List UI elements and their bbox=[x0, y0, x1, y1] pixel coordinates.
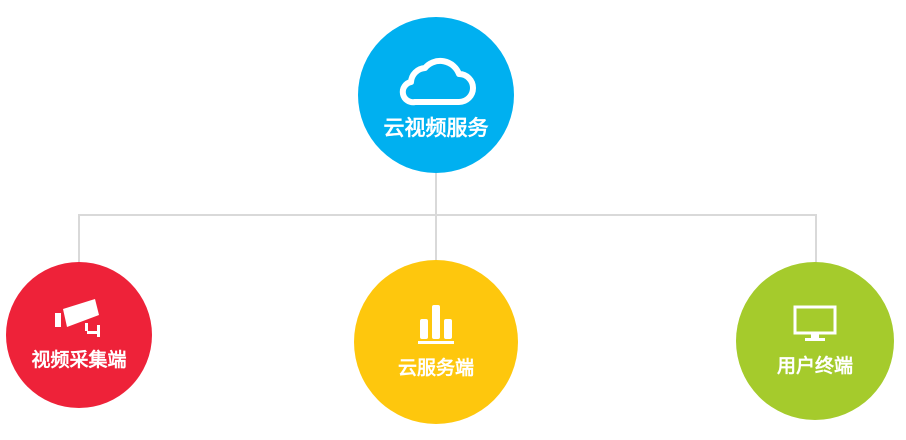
cloud-icon bbox=[399, 57, 476, 106]
root-label: 云视频服务 bbox=[383, 116, 489, 140]
connector-horizontal bbox=[78, 214, 817, 216]
monitor-icon bbox=[793, 305, 837, 341]
root-node: 云视频服务 bbox=[358, 17, 514, 173]
connector-root bbox=[435, 170, 437, 216]
node-video-capture: 视频采集端 bbox=[6, 262, 152, 408]
connector-right bbox=[815, 214, 817, 264]
connector-left bbox=[78, 214, 80, 264]
node-label: 视频采集端 bbox=[31, 348, 127, 371]
security-camera-icon bbox=[55, 298, 100, 337]
connector-middle bbox=[435, 214, 437, 262]
node-label: 云服务端 bbox=[397, 356, 474, 379]
bar-chart-icon bbox=[418, 304, 454, 344]
node-user-terminal: 用户终端 bbox=[736, 262, 894, 420]
node-cloud-server: 云服务端 bbox=[354, 260, 518, 424]
node-label: 用户终端 bbox=[776, 354, 853, 377]
